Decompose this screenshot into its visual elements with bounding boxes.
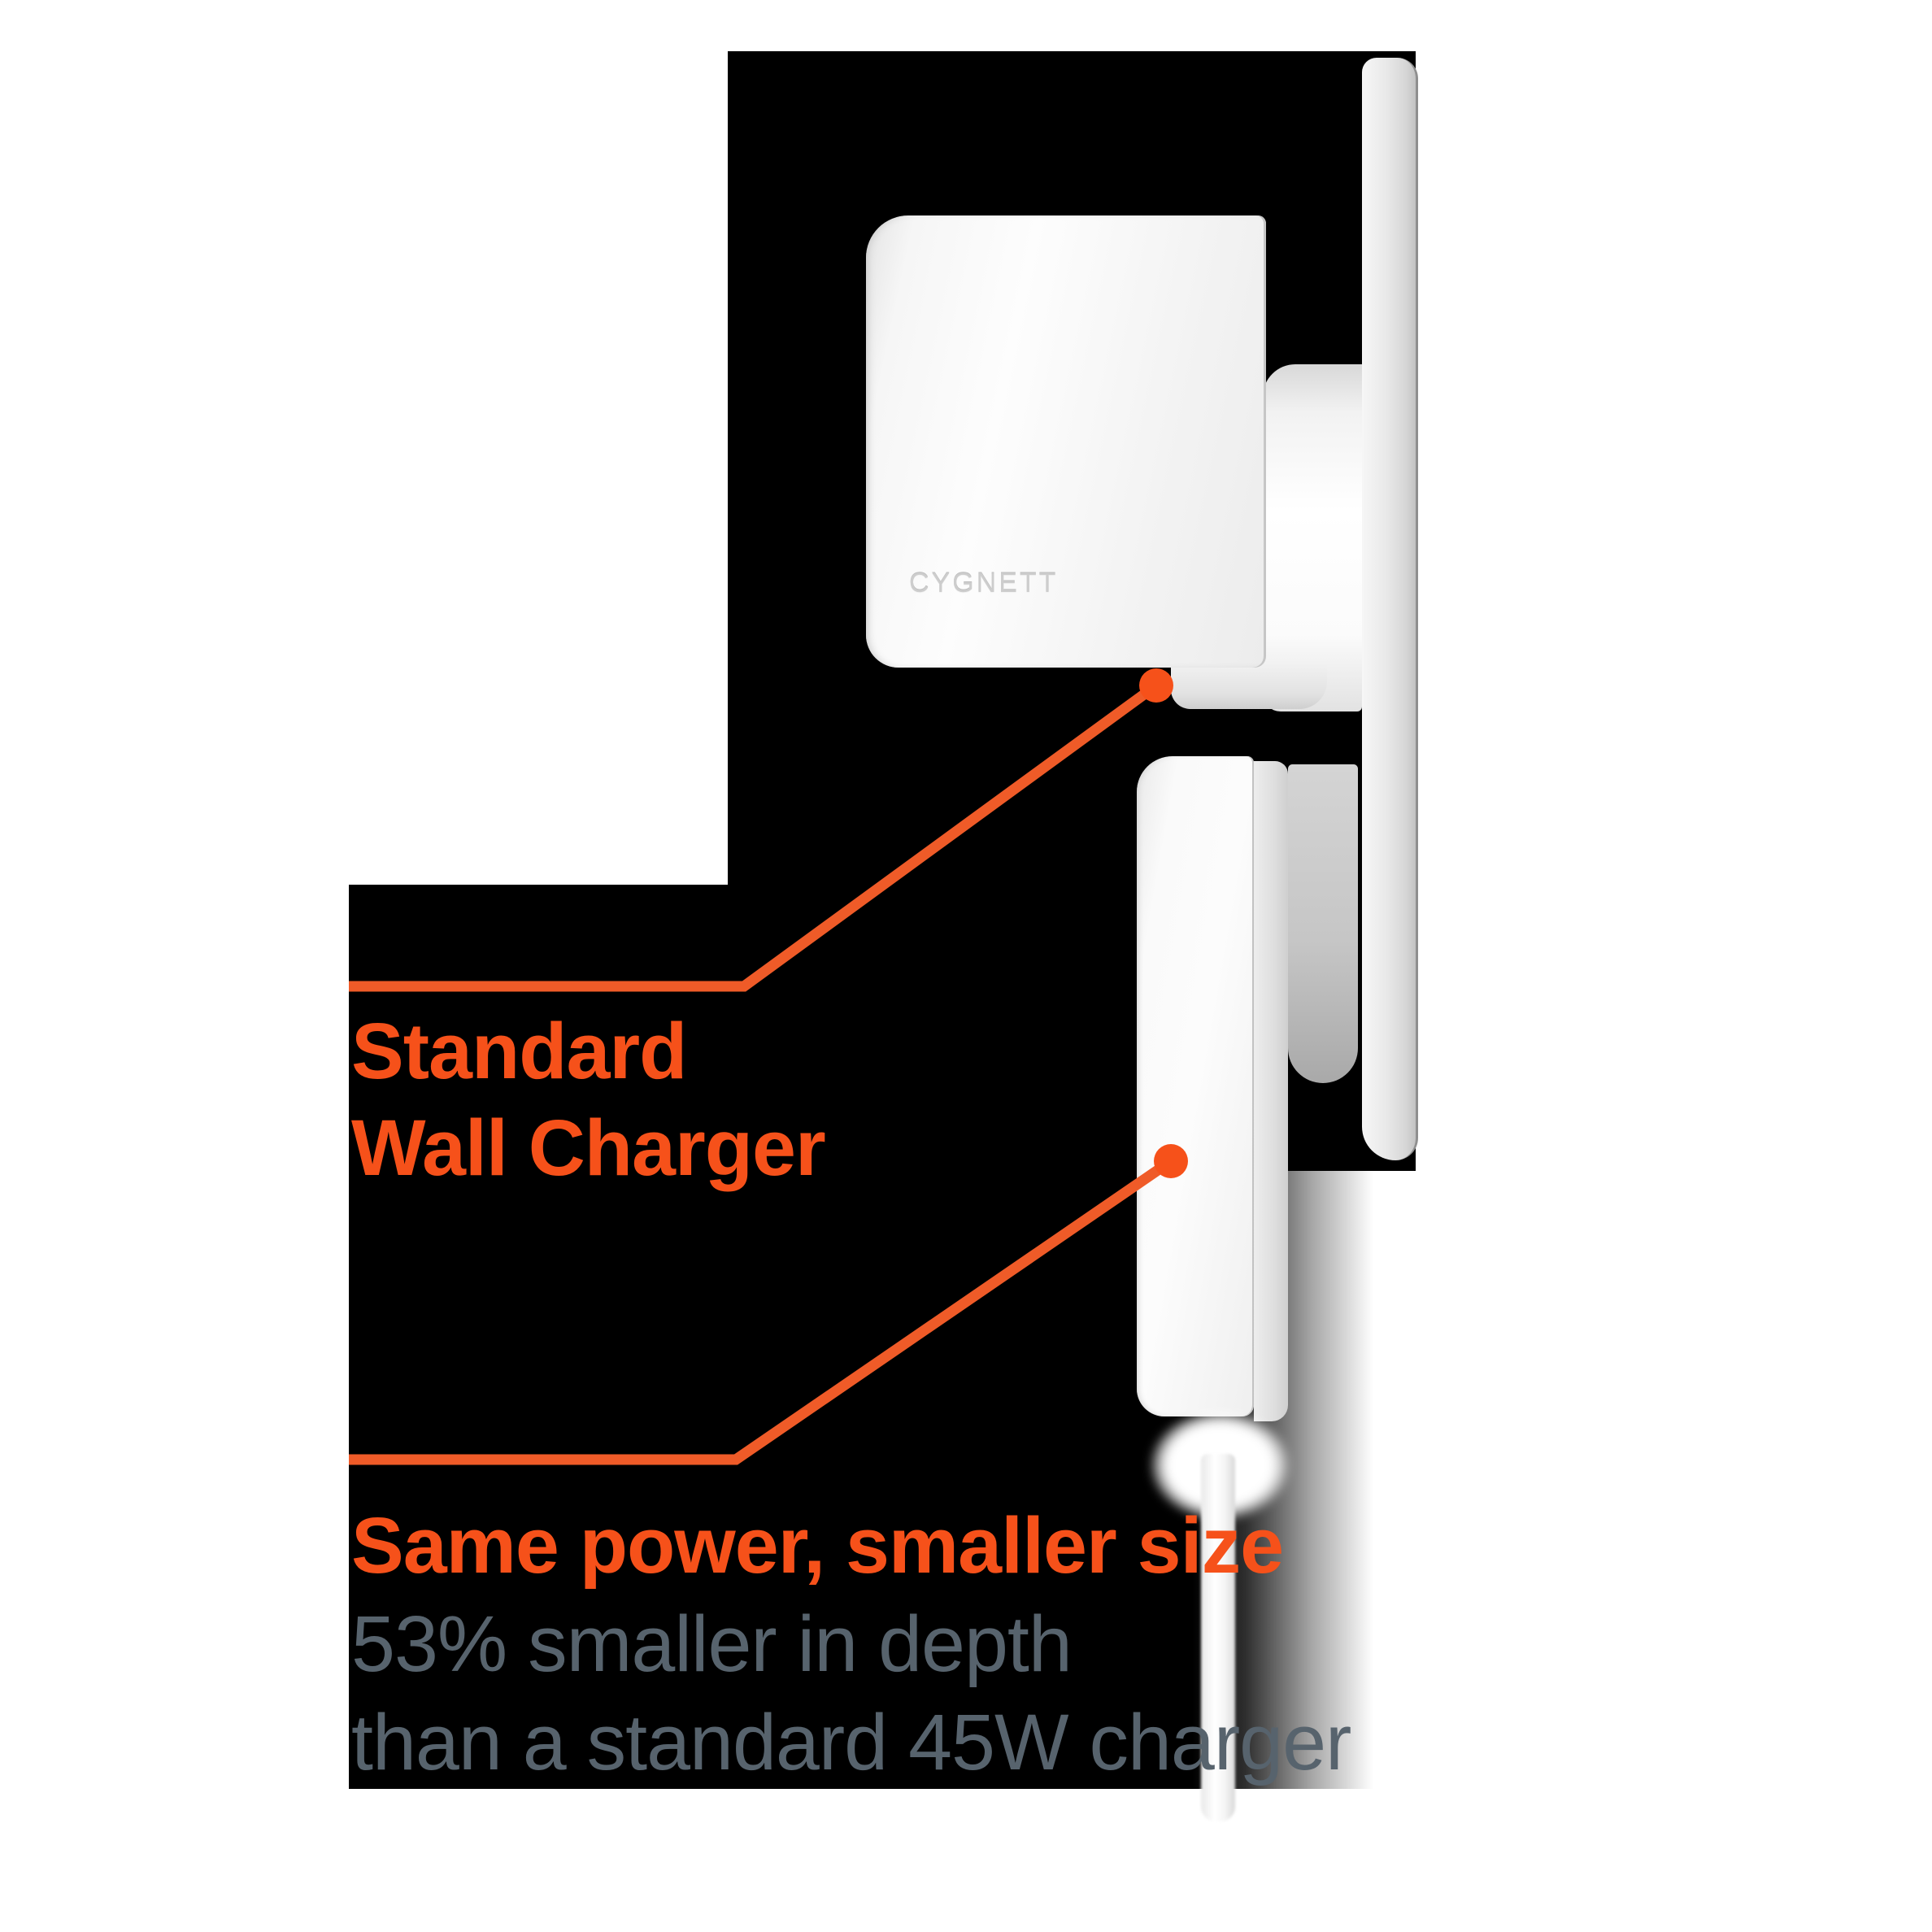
callout-line-1 [349, 681, 1160, 992]
charging-cable [1201, 1454, 1235, 1821]
compact-charger-heading: Same power, smaller size [351, 1501, 1284, 1590]
callout-line-2 [349, 1156, 1174, 1465]
callout-dot-1 [1139, 668, 1173, 703]
compact-charger-subline2: than a standard 45W charger [351, 1698, 1351, 1786]
standard-charger-body [866, 215, 1266, 668]
compact-charger-plug-panel [1288, 764, 1358, 1083]
compact-charger-body [1137, 756, 1254, 1416]
cygnett-logo: CYGNETT [909, 568, 1059, 598]
standard-charger-label: Standard Wall Charger [351, 1003, 826, 1196]
compact-charger-label: Same power, smaller size 53% smaller in … [351, 1496, 1351, 1791]
compact-charger-subline1: 53% smaller in depth [351, 1599, 1073, 1688]
standard-charger-label-line1: Standard [351, 1007, 687, 1095]
callout-dot-2 [1154, 1144, 1188, 1178]
compact-charger-rear [1254, 761, 1288, 1421]
wall-outlet-plate [1362, 58, 1418, 1160]
standard-charger-label-line2: Wall Charger [351, 1103, 826, 1192]
standard-charger-plug-neck [1263, 364, 1362, 711]
